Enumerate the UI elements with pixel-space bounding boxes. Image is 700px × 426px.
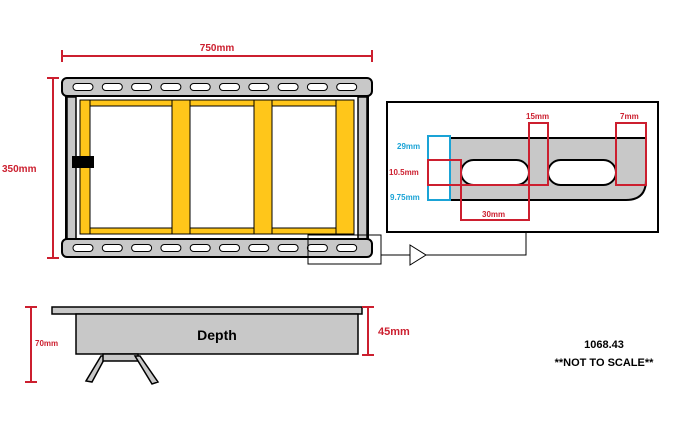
- crossbar-3: [335, 99, 355, 235]
- top-rail-slot: [131, 83, 153, 91]
- bottom-rail-slot: [131, 244, 153, 252]
- top-rail-slot: [248, 83, 270, 91]
- crossbar-2: [253, 99, 273, 235]
- side-height-dimension: 70mm: [25, 306, 58, 383]
- top-rail-slot: [306, 83, 328, 91]
- dim-9-75-label: 9.75mm: [390, 193, 420, 202]
- scale-note: **NOT TO SCALE**: [555, 357, 655, 369]
- panel-2: [189, 105, 255, 229]
- top-rail-slot: [336, 83, 358, 91]
- detail-slot-2: [547, 159, 617, 186]
- red-dim-30: 30mm: [460, 184, 530, 221]
- red-dim-10-5: 10.5mm: [389, 159, 462, 186]
- top-view: 750mm 350mm: [2, 43, 527, 266]
- top-rail-slot: [160, 83, 182, 91]
- top-rail-slot: [219, 83, 240, 91]
- top-rail-slot: [189, 83, 211, 91]
- panel-3: [271, 105, 337, 229]
- bottom-slotted-rail: [61, 238, 373, 258]
- bottom-rail-slot: [101, 244, 123, 252]
- dim-29-label: 29mm: [397, 142, 420, 151]
- callout-line: [426, 232, 527, 256]
- slot-detail: 29mm 9.75mm 10.5mm 30mm 15mm 7mm: [386, 101, 659, 233]
- bottom-rail-slot: [219, 244, 240, 252]
- detail-slot-1: [460, 159, 530, 186]
- width-label: 750mm: [200, 43, 235, 54]
- right-side-rail: [357, 96, 368, 240]
- red-dim-7: 7mm: [615, 112, 647, 186]
- top-rail-slot: [72, 83, 94, 91]
- bottom-rail-slot: [336, 244, 358, 252]
- bottom-rail-slot: [160, 244, 182, 252]
- bottom-rail-slot: [189, 244, 211, 252]
- reference-number: 1068.43: [584, 339, 624, 351]
- bottom-rail-slot: [277, 244, 299, 252]
- dim-30-label: 30mm: [482, 210, 505, 219]
- dim-10-5-label: 10.5mm: [389, 168, 419, 177]
- side-height-label: 70mm: [35, 339, 58, 348]
- depth-dim-label: 45mm: [378, 326, 410, 338]
- callout-arrow: [409, 244, 427, 266]
- side-top-plate: [51, 306, 363, 315]
- side-view: 70mm Depth 45mm: [25, 306, 410, 385]
- side-legs: [84, 353, 160, 385]
- top-slotted-rail: [61, 77, 373, 97]
- latch: [72, 156, 94, 168]
- dim-15-label: 15mm: [526, 112, 549, 121]
- top-rail-slot: [101, 83, 123, 91]
- depth-dimension: 45mm: [362, 306, 410, 356]
- crossbar-1: [171, 99, 191, 235]
- height-dimension: 350mm: [2, 77, 59, 259]
- red-dim-15: 15mm: [526, 112, 549, 186]
- dim-7-label: 7mm: [620, 112, 639, 121]
- depth-label: Depth: [197, 327, 237, 343]
- bottom-rail-slot: [306, 244, 328, 252]
- bottom-rail-slot: [72, 244, 94, 252]
- side-body: [75, 313, 359, 355]
- bottom-rail-slot: [248, 244, 270, 252]
- height-label: 350mm: [2, 164, 37, 175]
- width-dimension: 750mm: [61, 43, 373, 62]
- top-rail-slot: [277, 83, 299, 91]
- detail-callout-box: [307, 234, 382, 265]
